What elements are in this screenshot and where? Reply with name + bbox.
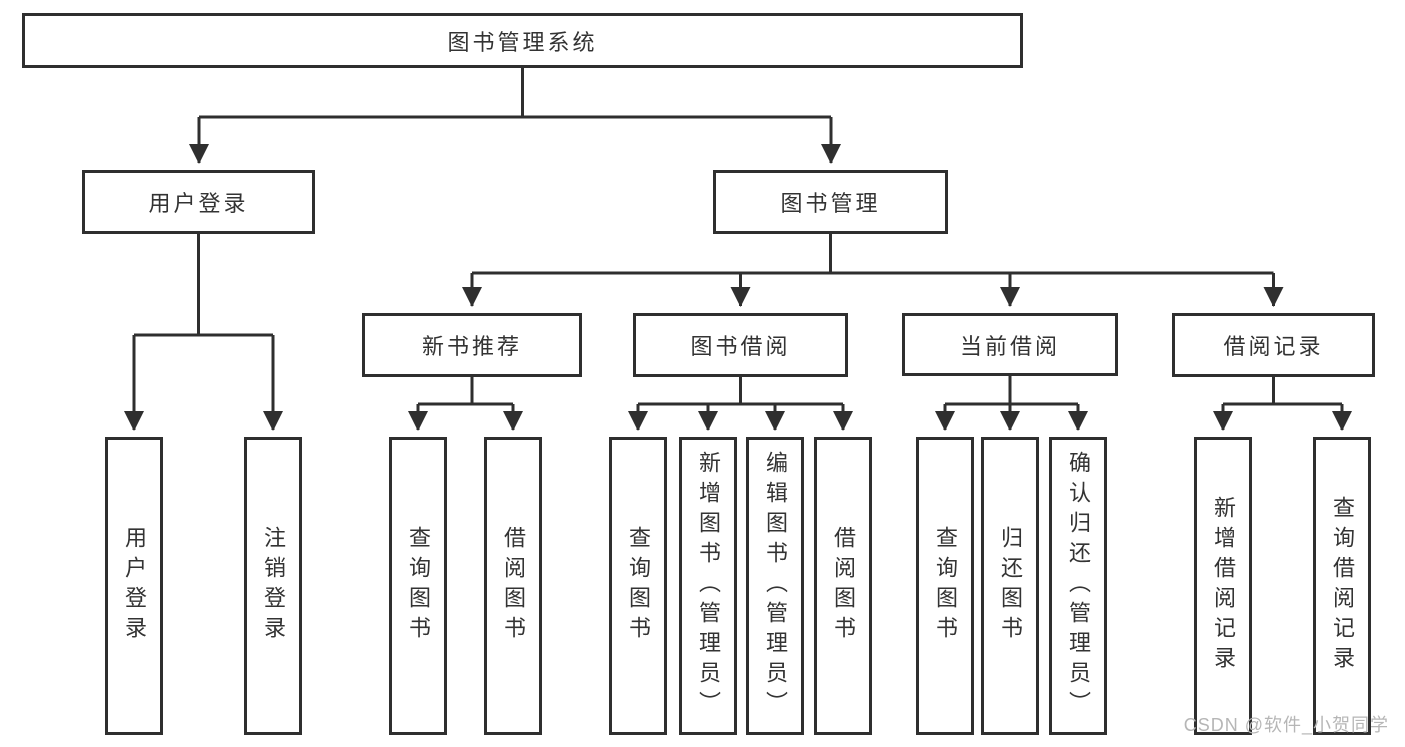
leaf-borrow-books-1: 借阅图书	[484, 437, 542, 735]
node-borrow-records: 借阅记录	[1172, 313, 1375, 377]
leaf-edit-books-admin: 编辑图书（管理员）	[746, 437, 804, 735]
leaf-logout: 注销登录	[244, 437, 302, 735]
leaf-query-books-1: 查询图书	[389, 437, 447, 735]
leaf-query-borrow-record: 查询借阅记录	[1313, 437, 1371, 735]
leaf-add-books-admin: 新增图书（管理员）	[679, 437, 737, 735]
node-user-login: 用户登录	[82, 170, 315, 234]
leaf-query-books-3: 查询图书	[916, 437, 974, 735]
leaf-confirm-return-admin: 确认归还（管理员）	[1049, 437, 1107, 735]
node-book-borrow: 图书借阅	[633, 313, 848, 377]
leaf-return-books: 归还图书	[981, 437, 1039, 735]
leaf-query-books-2: 查询图书	[609, 437, 667, 735]
leaf-borrow-books-2: 借阅图书	[814, 437, 872, 735]
node-new-book-recommend: 新书推荐	[362, 313, 582, 377]
node-book-management-system: 图书管理系统	[22, 13, 1023, 68]
csdn-watermark: CSDN @软件_小贺同学	[1183, 715, 1389, 735]
leaf-user-login: 用户登录	[105, 437, 163, 735]
node-current-borrow: 当前借阅	[902, 313, 1118, 376]
leaf-add-borrow-record: 新增借阅记录	[1194, 437, 1252, 735]
node-book-management: 图书管理	[713, 170, 948, 234]
